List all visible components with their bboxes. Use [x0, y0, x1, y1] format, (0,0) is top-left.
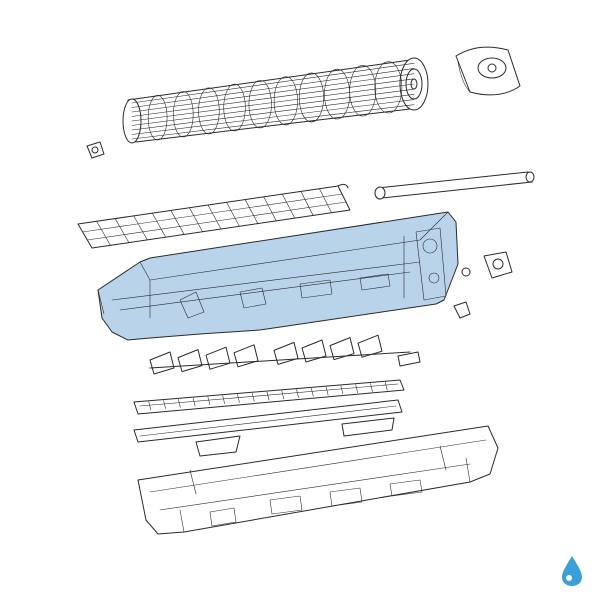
filter-grille	[77, 183, 351, 249]
cross-flow-fan	[122, 57, 429, 144]
drain-pan	[137, 425, 499, 535]
rear-support-bar	[374, 171, 535, 200]
fan-motor	[455, 46, 521, 96]
fan-bearing	[86, 141, 105, 159]
chassis-frame	[97, 211, 459, 341]
vane-blade-set	[149, 334, 421, 375]
brand-droplet-logo	[562, 556, 582, 586]
swing-motor-assembly	[453, 251, 513, 319]
lower-louver	[133, 399, 403, 457]
upper-louver	[133, 379, 405, 415]
